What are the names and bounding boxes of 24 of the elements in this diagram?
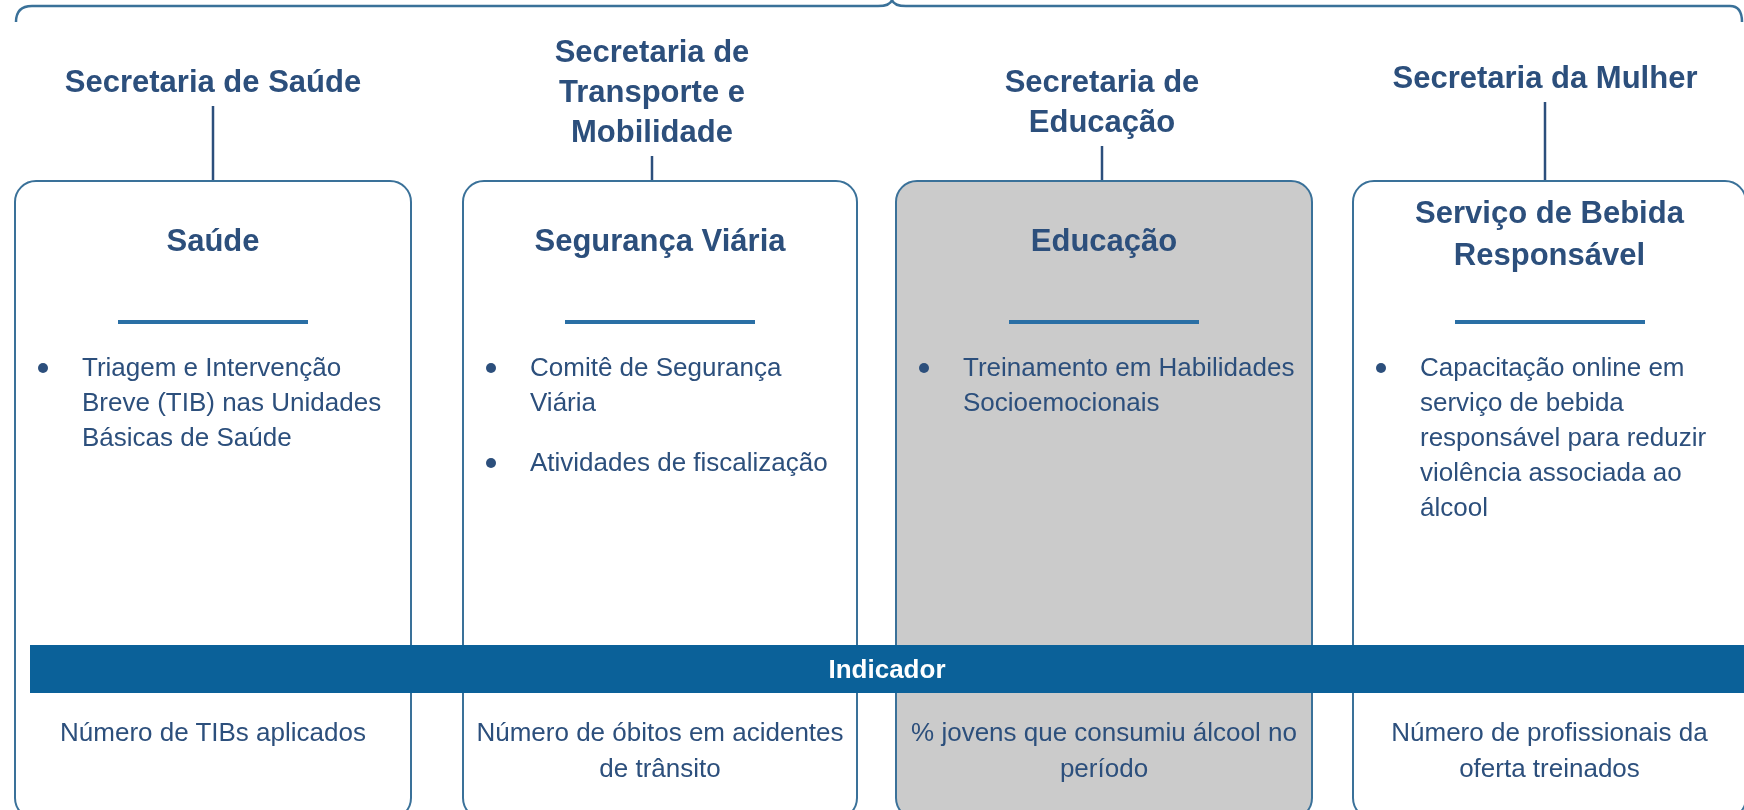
indicator-text: % jovens que consumiu álcool no período <box>910 716 1298 785</box>
card-title: Saúde <box>165 222 261 260</box>
card-title: Segurança Viária <box>533 222 787 260</box>
connector-line <box>650 156 654 180</box>
bullet-item: Capacitação online em serviço de bebida responsável para reduzir violência associada ao álcool <box>1376 350 1731 525</box>
bullet-item: Triagem e Intervenção Breve (TIB) nas Unidades Básicas de Saúde <box>38 350 396 455</box>
department-heading: Secretaria da Mulher <box>1375 58 1715 98</box>
department-heading: Secretaria de Educação <box>932 62 1272 142</box>
indicator-band: Indicador <box>30 645 1744 693</box>
bullet-item: Atividades de fiscalização <box>486 445 842 480</box>
program-card <box>14 180 412 810</box>
connector-line <box>1543 102 1547 180</box>
connector-line <box>211 106 215 180</box>
indicator-text: Número de profissionais da oferta treinados <box>1390 716 1709 785</box>
card-title: Educação <box>1029 222 1179 260</box>
bullet-item: Comitê de Segurança Viária <box>486 350 842 420</box>
card-title: Serviço de Bebida Responsável <box>1414 194 1686 274</box>
indicator-text: Número de TIBs aplicados <box>59 716 367 749</box>
connector-line <box>1100 146 1104 180</box>
bullet-item: Treinamento em Habilidades Socioemocionais <box>919 350 1297 420</box>
indicator-text: Número de óbitos em acidentes de trânsito <box>475 716 845 785</box>
department-heading: Secretaria de Saúde <box>43 62 383 102</box>
department-heading: Secretaria de Transporte e Mobilidade <box>482 32 822 152</box>
program-card <box>1352 180 1744 810</box>
